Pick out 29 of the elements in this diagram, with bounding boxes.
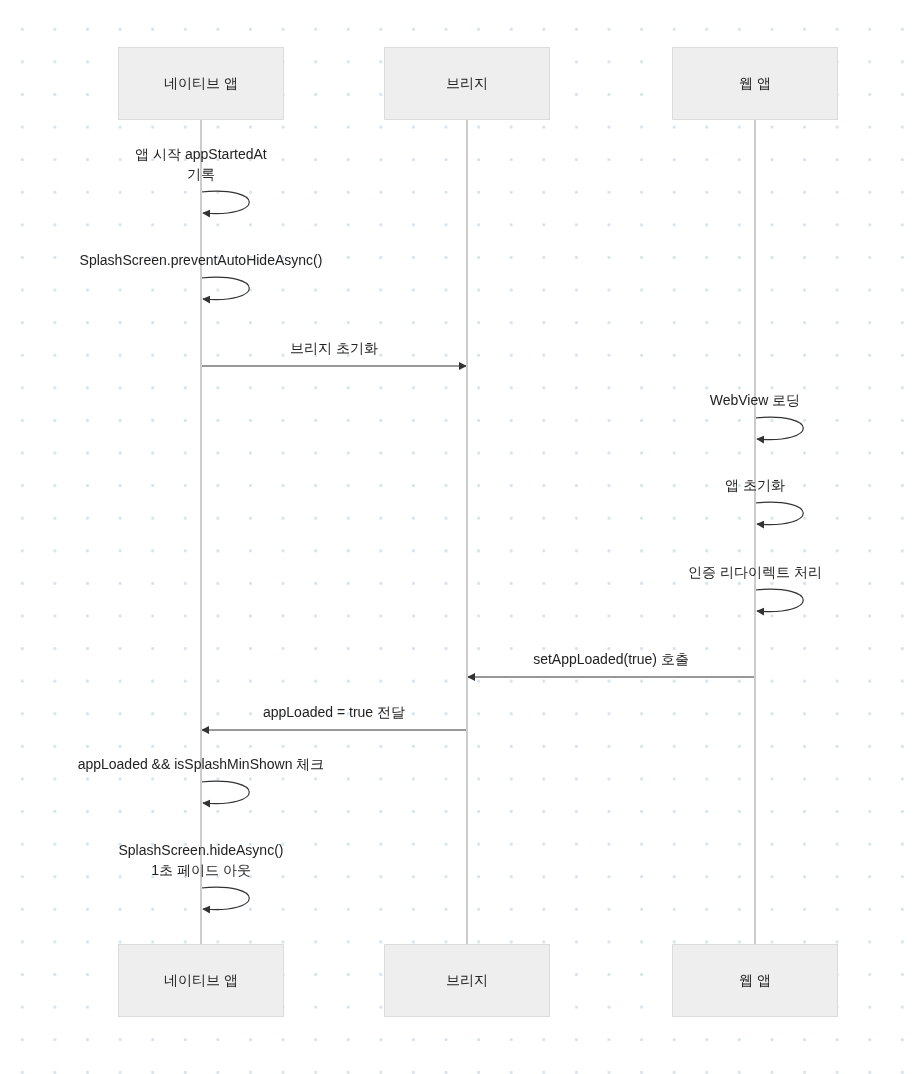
message-arrow: [467, 673, 755, 681]
self-loop-arrow: [200, 190, 250, 218]
message-label: appLoaded = true 전달: [263, 703, 405, 722]
self-loop-arrow: [754, 416, 804, 444]
message-label: SplashScreen.preventAutoHideAsync(): [79, 251, 323, 270]
participant-box: 브리지: [384, 47, 550, 120]
participant-box: 웹 앱: [672, 944, 838, 1017]
self-loop-arrow: [200, 780, 250, 808]
participant-box: 브리지: [384, 944, 550, 1017]
message-arrow: [201, 362, 467, 370]
self-loop-arrow: [200, 276, 250, 304]
lifeline: [754, 120, 756, 944]
participant-box: 웹 앱: [672, 47, 838, 120]
message-label: 브리지 초기화: [290, 339, 378, 358]
message-arrow: [201, 726, 467, 734]
message-label: 인증 리다이렉트 처리: [688, 563, 822, 582]
self-loop-arrow: [754, 501, 804, 529]
message-label: 앱 초기화: [725, 476, 785, 495]
self-loop-arrow: [754, 588, 804, 616]
self-loop-arrow: [200, 886, 250, 914]
participant-box: 네이티브 앱: [118, 47, 284, 120]
lifeline: [466, 120, 468, 944]
message-label: WebView 로딩: [709, 391, 801, 410]
message-label: 앱 시작 appStartedAt 기록: [134, 145, 268, 184]
message-label: SplashScreen.hideAsync() 1초 페이드 아웃: [117, 841, 285, 880]
message-label: setAppLoaded(true) 호출: [533, 650, 689, 669]
message-label: appLoaded && isSplashMinShown 체크: [77, 755, 325, 774]
participant-box: 네이티브 앱: [118, 944, 284, 1017]
lifeline: [200, 120, 202, 944]
